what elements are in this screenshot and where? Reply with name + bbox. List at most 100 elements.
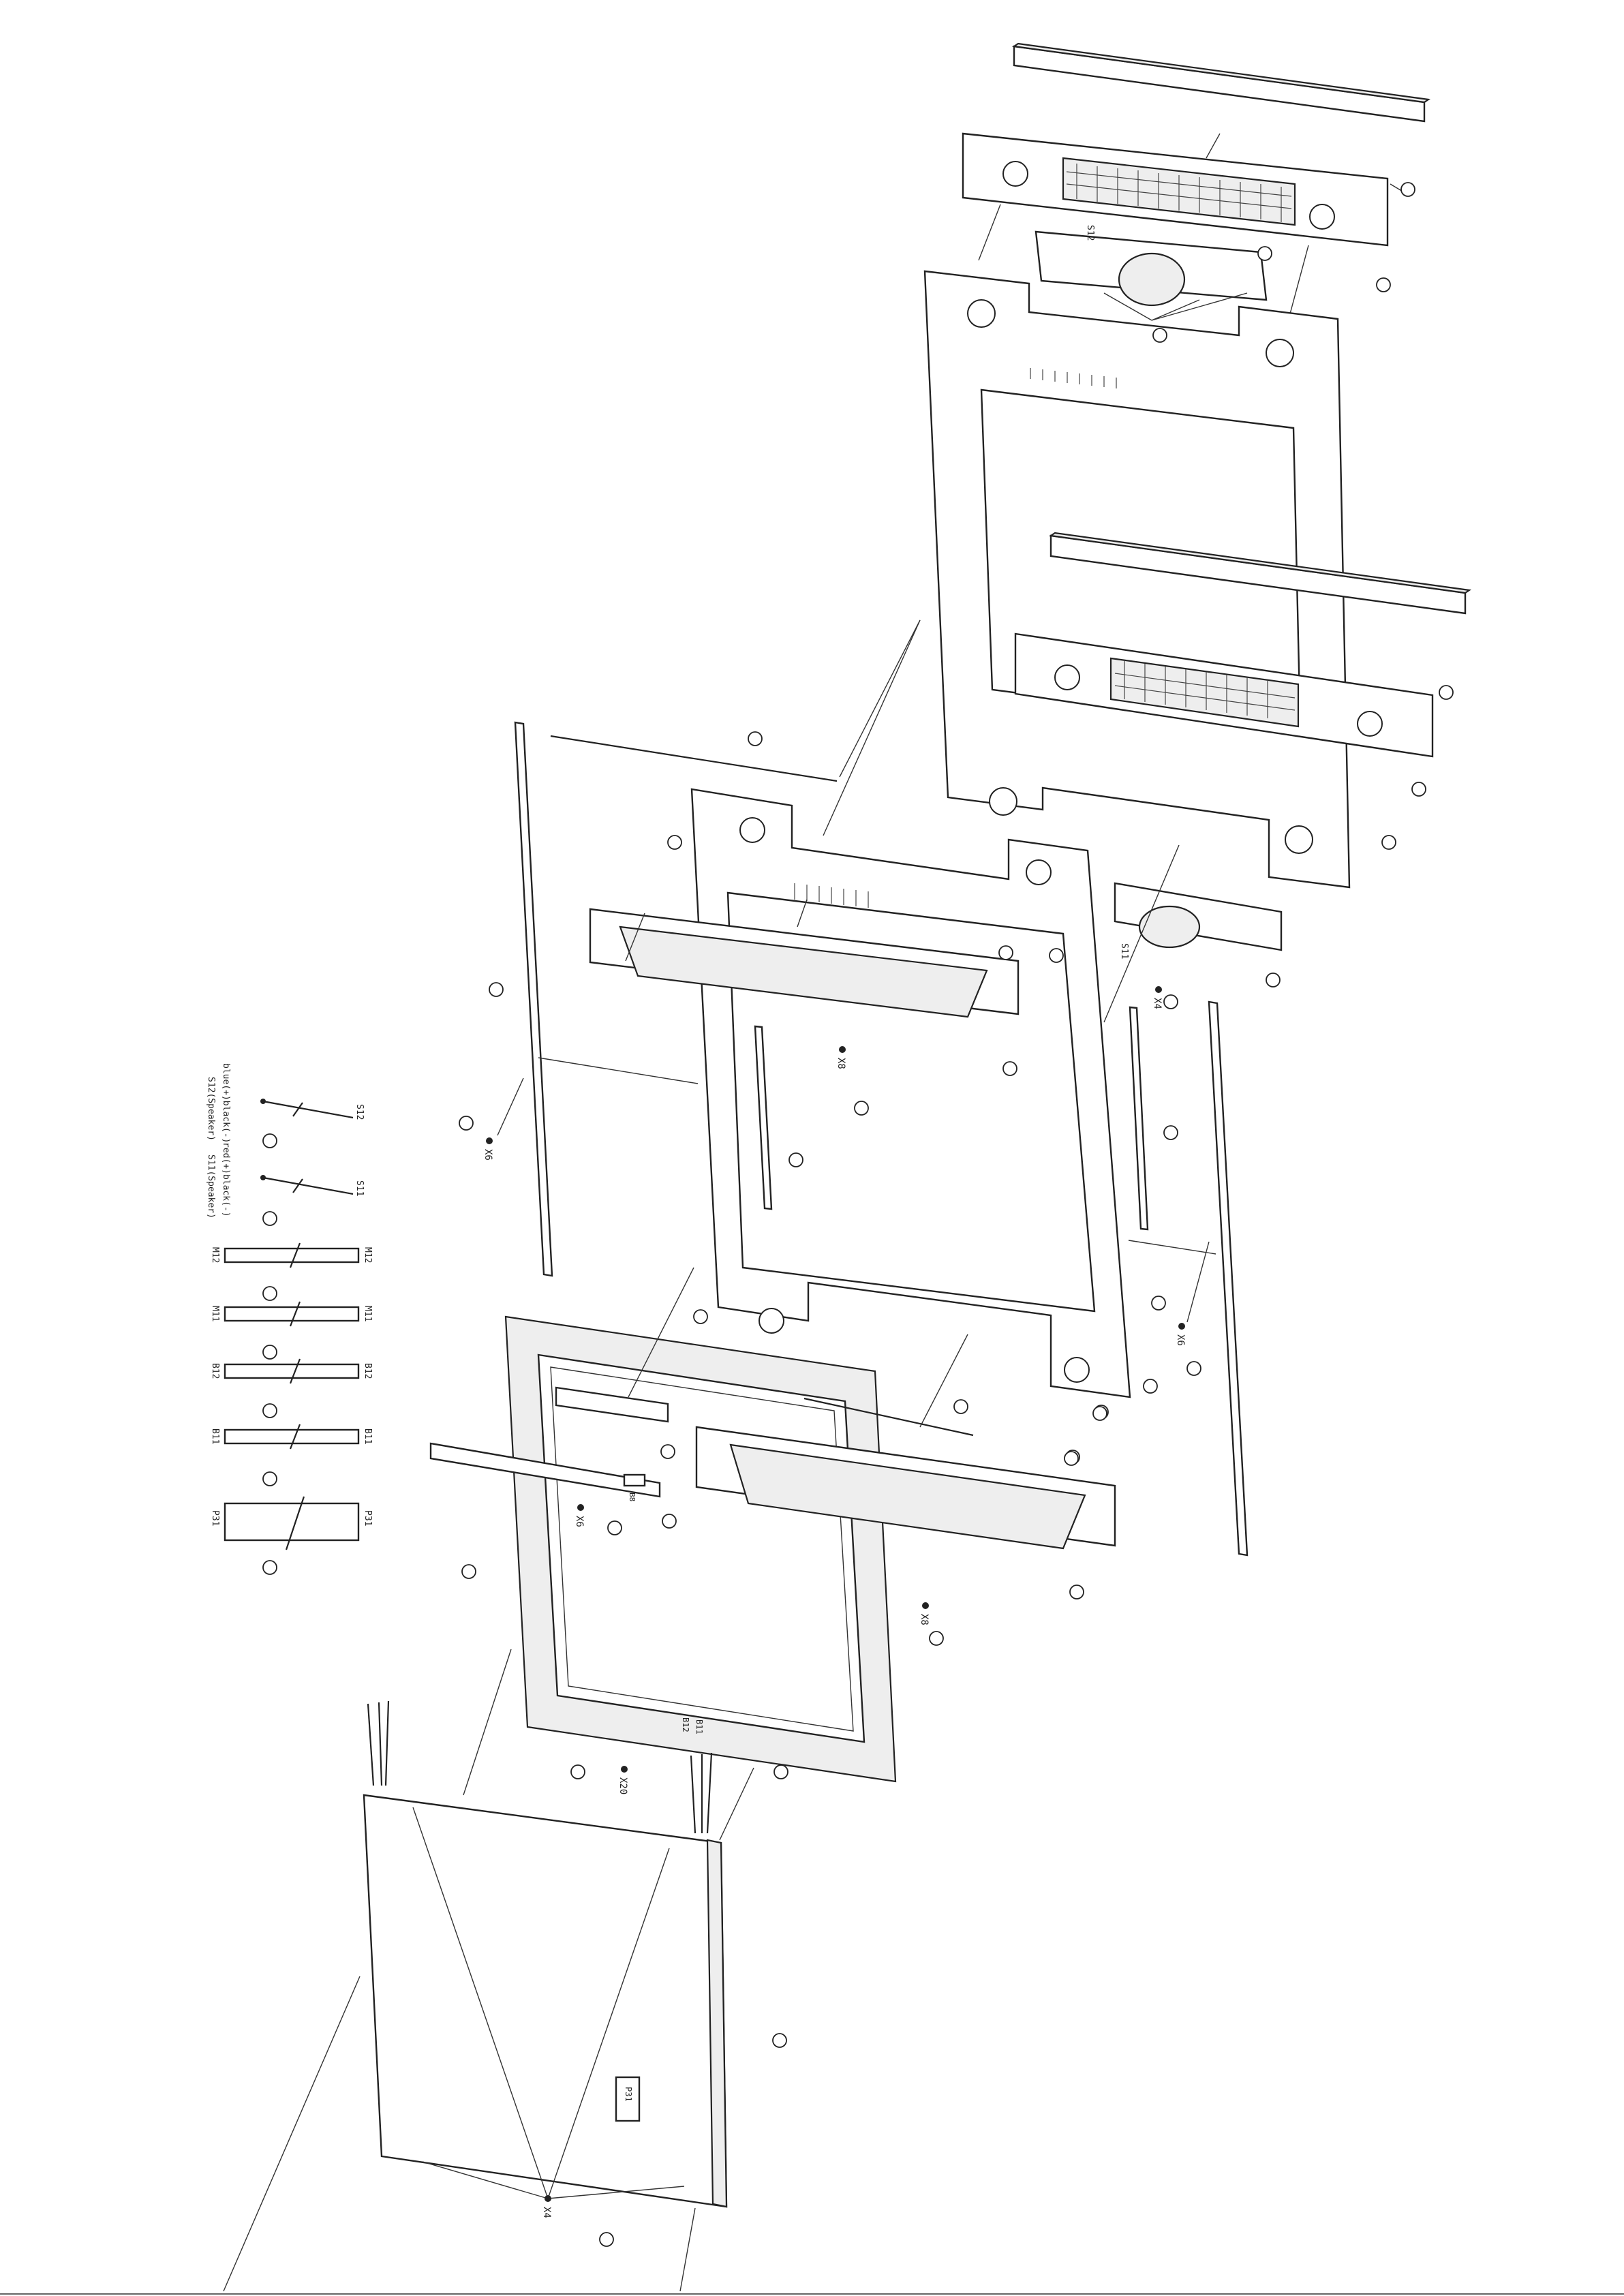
callout-balloon — [1412, 782, 1426, 796]
cable-b12: B12 B12 — [210, 1359, 373, 1383]
callout-balloon — [263, 1404, 277, 1418]
callout-balloon — [774, 1765, 788, 1779]
callout-balloon — [462, 1565, 476, 1578]
callout-balloon — [668, 836, 681, 849]
cable-p31: P31 P31 — [210, 1497, 373, 1550]
right-speaker-screw-count: X4 — [1152, 998, 1163, 1009]
middle-mounting-frame — [692, 789, 1130, 1397]
back-panel-screw-count: X4 — [541, 2207, 552, 2218]
cable-p31-right-label: P31 — [363, 1510, 373, 1526]
cable-s12-wire-colors: blue(+)black(-) — [221, 1063, 231, 1143]
callout-balloon — [263, 1134, 277, 1148]
top-speaker-tag: S12 — [1085, 225, 1095, 241]
cable-b12-right-label: B12 — [363, 1363, 373, 1379]
callout-balloon — [1093, 1407, 1107, 1420]
back-cover-connector-label: P31 — [624, 2087, 633, 2102]
bracket-connector-label: B8 — [628, 1493, 637, 1501]
cable-b12-left-label: B12 — [210, 1363, 220, 1379]
bezel-tag-right: B11 — [694, 1719, 704, 1734]
cable-s12: S12 blue(+)black(-) S12(Speaker) — [206, 1063, 365, 1143]
callout-balloon — [789, 1153, 803, 1167]
callout-balloon — [1164, 995, 1178, 1009]
callout-balloon — [855, 1101, 868, 1115]
callout-balloon — [1258, 247, 1272, 260]
callout-balloon — [1401, 183, 1415, 196]
callout-balloon — [1003, 1062, 1017, 1075]
callout-balloon — [600, 2233, 613, 2246]
callout-balloon — [1050, 949, 1063, 962]
cable-m12: M12 M12 — [210, 1243, 373, 1268]
callout-balloon — [263, 1472, 277, 1486]
cable-s12-end-label: S12 — [354, 1104, 365, 1120]
left-vertical-rail — [515, 722, 552, 1276]
callout-balloon — [661, 1445, 675, 1458]
callout-balloon — [999, 946, 1013, 960]
top-speaker-grille-housing — [963, 134, 1388, 245]
right-speaker-screw — [1155, 986, 1162, 993]
frame-screw — [839, 1046, 846, 1053]
cable-m11: M11 M11 — [210, 1302, 373, 1326]
bracket-screw — [577, 1504, 584, 1511]
callout-balloon — [459, 1116, 473, 1130]
callout-balloon — [1266, 973, 1280, 987]
lower-tray-screw-count: X8 — [919, 1614, 930, 1625]
cable-s11: S11 red(+)black(-) S11(Speaker) — [206, 1142, 365, 1219]
callout-balloon — [773, 2034, 786, 2047]
right-rail-screw — [1178, 1323, 1185, 1330]
left-rail-screw — [486, 1137, 493, 1144]
cable-m12-right-label: M12 — [363, 1247, 373, 1263]
top-speaker-cover — [1014, 44, 1428, 121]
cable-b11-left-label: B11 — [210, 1428, 220, 1444]
left-rail-screw-count: X6 — [482, 1149, 493, 1161]
callout-balloon — [1152, 1296, 1165, 1310]
cable-m11-left-label: M11 — [210, 1306, 220, 1321]
back-panel-screw — [545, 2195, 551, 2202]
cable-m11-right-label: M11 — [363, 1306, 373, 1321]
callout-balloon — [571, 1765, 585, 1779]
cable-s11-wire-colors: red(+)black(-) — [221, 1142, 231, 1217]
lower-tray-screw — [922, 1602, 929, 1609]
callout-balloon — [1144, 1379, 1157, 1393]
cable-s11-name: S11(Speaker) — [206, 1154, 216, 1219]
callout-balloon — [954, 1400, 968, 1413]
frame-screw-count: X8 — [836, 1058, 846, 1069]
callout-balloon — [263, 1212, 277, 1225]
frame-inner-strip-right — [1130, 1007, 1148, 1229]
callout-balloon — [1070, 1585, 1084, 1599]
callout-balloon — [1187, 1362, 1201, 1375]
callout-balloon — [1382, 836, 1396, 849]
right-speaker-box: S11 — [1115, 883, 1281, 959]
callout-balloon — [263, 1287, 277, 1300]
cable-s11-end-label: S11 — [354, 1180, 365, 1196]
callout-balloon — [1164, 1126, 1178, 1139]
callout-balloon — [263, 1561, 277, 1574]
callout-balloon — [608, 1521, 622, 1535]
bezel-screw — [621, 1766, 628, 1773]
cable-p31-left-label: P31 — [210, 1510, 220, 1526]
callout-balloon — [1377, 278, 1390, 292]
front-bezel: B12 B11 — [506, 1317, 895, 1781]
callout-balloon — [662, 1514, 676, 1528]
right-rail-screw-count: X6 — [1175, 1334, 1186, 1346]
callout-balloon — [489, 983, 503, 996]
top-speaker-box: S12 — [1036, 225, 1266, 305]
cable-b11-right-label: B11 — [363, 1428, 373, 1444]
cable-s12-name: S12(Speaker) — [206, 1077, 216, 1141]
callout-balloon — [1153, 328, 1167, 342]
bezel-tag-left: B12 — [681, 1717, 690, 1732]
right-vertical-rail — [1209, 1002, 1247, 1555]
cable-m12-left-label: M12 — [210, 1247, 220, 1263]
callout-balloon — [694, 1310, 707, 1323]
bezel-screw-count: X20 — [617, 1777, 628, 1794]
callout-balloon — [748, 732, 762, 746]
cable-b11: B11 B11 — [210, 1424, 373, 1449]
callout-balloon — [1064, 1452, 1078, 1465]
top-thin-strip — [551, 736, 837, 781]
bracket-screw-count: X6 — [574, 1516, 585, 1527]
callout-balloon — [1439, 686, 1453, 699]
callout-balloon — [263, 1345, 277, 1359]
callout-balloon — [930, 1632, 943, 1645]
right-speaker-tag: S11 — [1119, 943, 1129, 959]
back-cover: P31 — [364, 1795, 726, 2207]
